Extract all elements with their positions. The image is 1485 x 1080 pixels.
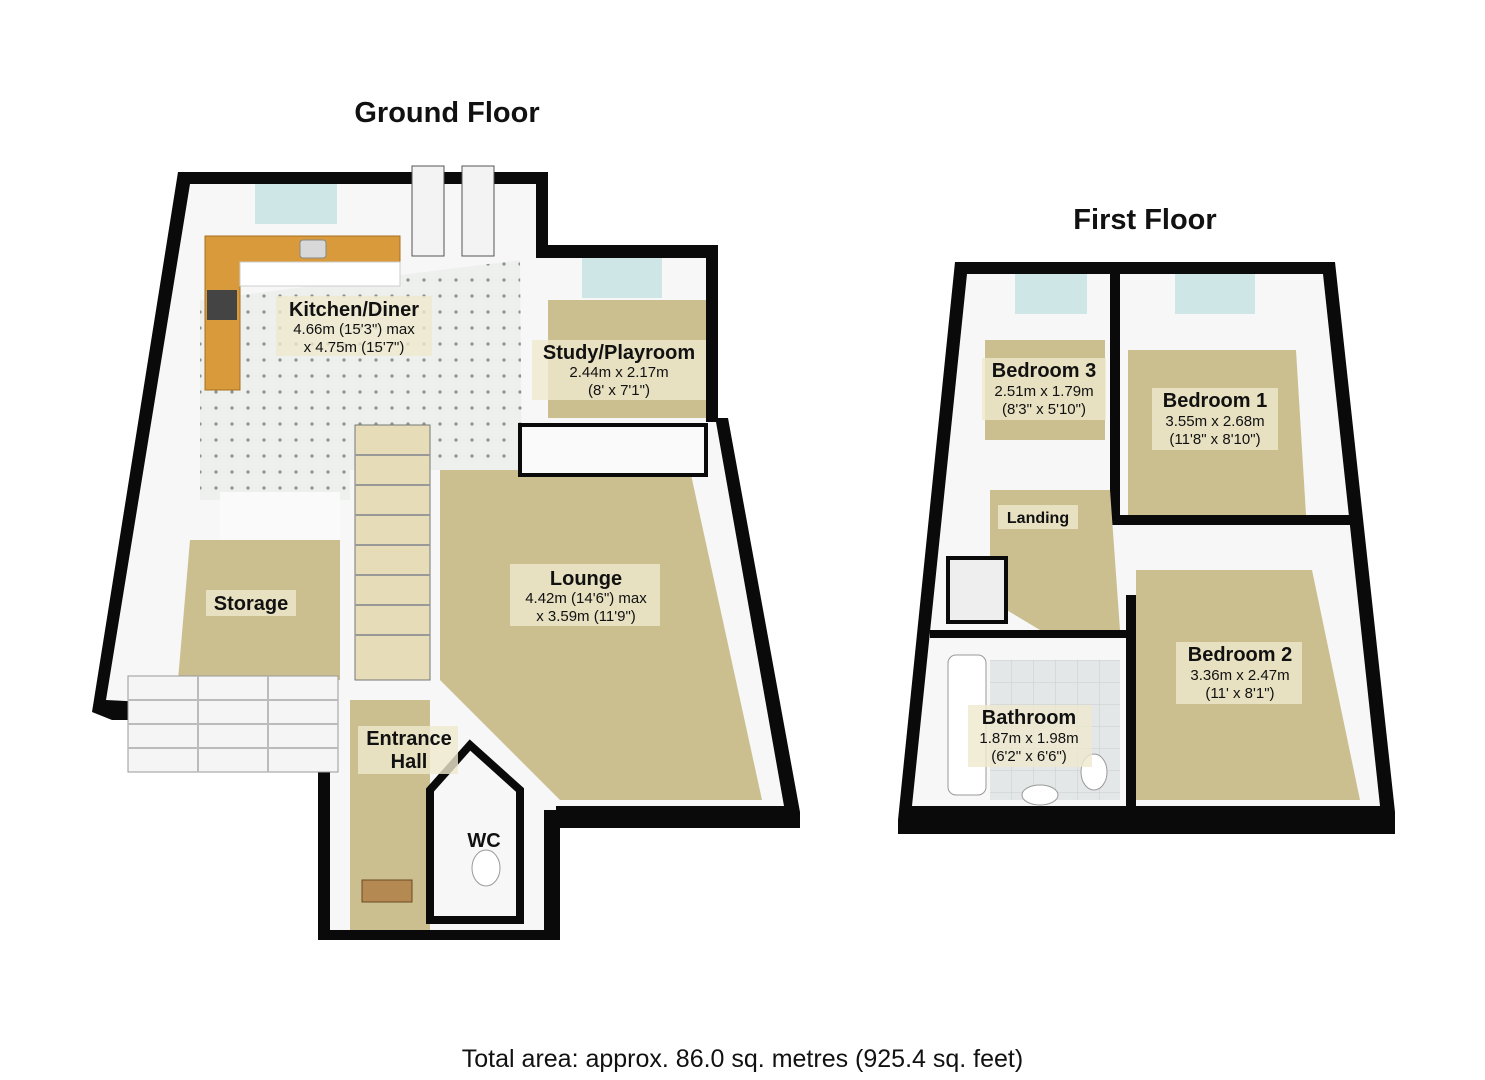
lounge-floor (440, 470, 762, 800)
entrance-hall-label: Entrance Hall (358, 726, 458, 774)
first-floor-divider (1110, 262, 1120, 522)
lounge-dim1: 4.42m (14'6") max (525, 590, 647, 607)
stairs (354, 424, 431, 681)
bedroom-3-dim1: 2.51m x 1.79m (994, 383, 1093, 400)
bedroom-1-dim1: 3.55m x 2.68m (1165, 413, 1264, 430)
ground-floor-title: Ground Floor (354, 97, 539, 129)
wc-label: WC (467, 830, 500, 852)
kitchen-cabinets (239, 261, 401, 287)
bedroom-3-name: Bedroom 3 (992, 360, 1096, 382)
ground-floor-plan (92, 165, 800, 940)
bedroom-2-dim2: (11' x 8'1") (1205, 685, 1274, 702)
landing-label: Landing (998, 505, 1078, 529)
kitchen-sink (299, 239, 327, 259)
bathroom-wall (930, 630, 1126, 638)
wc-name: WC (467, 830, 500, 852)
study-window (582, 258, 662, 298)
kitchen-hob (207, 290, 237, 320)
bedroom-3-window (1015, 274, 1087, 314)
lounge-dim2: x 3.59m (11'9") (536, 608, 636, 625)
entrance-hall-name1: Entrance (366, 728, 452, 750)
stair-treads (355, 454, 430, 636)
front-door (361, 879, 413, 903)
garage-door-panels (128, 676, 338, 772)
french-door-left (411, 165, 445, 257)
study-dim1: 2.44m x 2.17m (569, 364, 668, 381)
storage-label: Storage (206, 590, 296, 616)
first-floor-title: First Floor (1073, 204, 1216, 236)
lounge-name: Lounge (550, 568, 622, 590)
wc-toilet (471, 849, 501, 887)
entrance-hall-name2: Hall (391, 751, 428, 773)
bedroom-2-left-wall (1126, 595, 1136, 810)
bedroom-2-label: Bedroom 2 3.36m x 2.47m (11' x 8'1") (1176, 642, 1302, 704)
total-area: Total area: approx. 86.0 sq. metres (925… (461, 1045, 1024, 1073)
landing-name: Landing (1007, 510, 1069, 527)
lounge-back-wall (518, 423, 708, 477)
storage-back-wall (220, 492, 340, 540)
kitchen-diner-label: Kitchen/Diner 4.66m (15'3") max x 4.75m … (276, 296, 432, 356)
study-dim2: (8' x 7'1") (588, 382, 650, 399)
first-floor-mid-wall (1110, 515, 1350, 525)
kitchen-window (255, 184, 337, 224)
bedroom-1-dim2: (11'8" x 8'10") (1169, 431, 1260, 448)
lounge-label: Lounge 4.42m (14'6") max x 3.59m (11'9") (510, 564, 660, 626)
bathroom-name: Bathroom (982, 707, 1076, 729)
bedroom-1-label: Bedroom 1 3.55m x 2.68m (11'8" x 8'10") (1152, 388, 1278, 450)
study-label: Study/Playroom 2.44m x 2.17m (8' x 7'1") (532, 340, 706, 400)
bathroom-label: Bathroom 1.87m x 1.98m (6'2" x 6'6") (968, 705, 1092, 767)
bathroom-dim1: 1.87m x 1.98m (979, 730, 1078, 747)
kitchen-diner-dim2: x 4.75m (15'7") (304, 339, 405, 356)
bedroom-2-dim1: 3.36m x 2.47m (1190, 667, 1289, 684)
bedroom-1-window (1175, 274, 1255, 314)
bedroom-2-name: Bedroom 2 (1188, 644, 1292, 666)
bedroom-3-label: Bedroom 3 2.51m x 1.79m (8'3" x 5'10") (982, 358, 1106, 420)
study-name: Study/Playroom (543, 342, 695, 364)
bedroom-1-name: Bedroom 1 (1163, 390, 1267, 412)
bedroom-3-dim2: (8'3" x 5'10") (1002, 401, 1086, 418)
bathroom-dim2: (6'2" x 6'6") (991, 748, 1067, 765)
kitchen-diner-dim1: 4.66m (15'3") max (293, 321, 415, 338)
bathroom-basin (1021, 784, 1059, 806)
storage-name: Storage (214, 593, 288, 615)
french-door-right (461, 165, 495, 257)
landing-cupboard (946, 556, 1008, 624)
kitchen-diner-name: Kitchen/Diner (289, 299, 419, 321)
